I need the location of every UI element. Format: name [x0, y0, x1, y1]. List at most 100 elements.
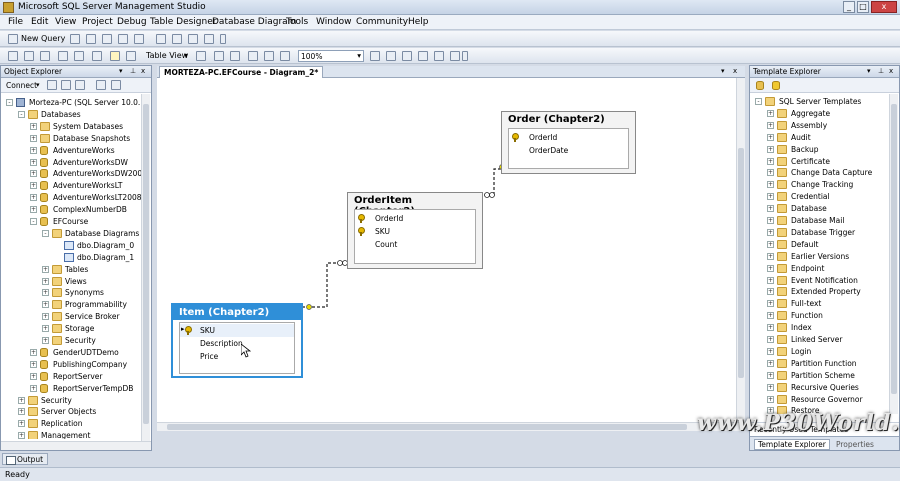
add-related-tables-icon[interactable] — [40, 51, 50, 61]
template-folder[interactable]: +Full-text — [750, 298, 889, 310]
template-folder[interactable]: +Earlier Versions — [750, 251, 889, 263]
new-query-icon[interactable] — [8, 34, 18, 44]
tree-item[interactable]: -Database Diagrams — [1, 228, 141, 240]
tree-item[interactable]: +AdventureWorks — [1, 145, 141, 157]
menu-view[interactable]: View — [55, 17, 77, 27]
column-sku[interactable]: ▸ SKU — [180, 324, 294, 337]
toolbar2-options-icon[interactable] — [462, 51, 468, 61]
recently-used-templates[interactable]: Recently Used Templates — [750, 422, 899, 434]
zoom-select[interactable]: 100% ▾ — [298, 50, 364, 62]
tree-item[interactable]: +Views — [1, 276, 141, 288]
open-file-icon[interactable] — [156, 34, 166, 44]
tree-item[interactable]: +ComplexNumberDB — [1, 204, 141, 216]
column-sku[interactable]: SKU — [355, 225, 475, 238]
window-position-icon[interactable]: ▾ — [119, 67, 123, 75]
template-folder[interactable]: +Login — [750, 346, 889, 358]
column-orderdate[interactable]: OrderDate — [509, 144, 628, 157]
template-folder[interactable]: +Change Tracking — [750, 179, 889, 191]
expand-icon[interactable]: + — [30, 170, 37, 178]
panel-close-icon[interactable]: x — [889, 67, 894, 75]
toolbar-options-icon[interactable] — [220, 34, 226, 44]
expand-icon[interactable]: + — [42, 301, 49, 309]
template-folder[interactable]: +Aggregate — [750, 108, 889, 120]
template-folder[interactable]: +Resource Governor — [750, 394, 889, 406]
expand-icon[interactable]: + — [42, 277, 49, 285]
tab-diagram[interactable]: MORTEZA-PC.EFCourse - Diagram_2* — [159, 66, 324, 78]
expand-icon[interactable]: + — [767, 395, 774, 403]
arrange-selection-icon[interactable] — [264, 51, 274, 61]
menu-edit[interactable]: Edit — [31, 17, 49, 27]
arrange-tables-icon[interactable] — [280, 51, 290, 61]
expand-icon[interactable]: + — [767, 169, 774, 177]
analysis-query-icon[interactable] — [102, 34, 112, 44]
expand-icon[interactable]: + — [30, 384, 37, 392]
tree-item[interactable]: +ReportServerTempDB — [1, 383, 141, 395]
template-folder[interactable]: +Credential — [750, 191, 889, 203]
template-folder[interactable]: +Audit — [750, 132, 889, 144]
connect-chevron-icon[interactable]: ▾ — [36, 81, 40, 89]
diagram-vscroll[interactable] — [736, 78, 745, 422]
template-folder[interactable]: +Restore — [750, 405, 889, 414]
chevron-down-icon[interactable]: ▾ — [184, 51, 189, 60]
window-position-icon[interactable]: ▾ — [867, 67, 871, 75]
expand-icon[interactable]: + — [767, 371, 774, 379]
template-folder[interactable]: +Assembly — [750, 120, 889, 132]
template-folder[interactable]: +Default — [750, 239, 889, 251]
add-table-icon[interactable] — [24, 51, 34, 61]
template-folder[interactable]: +Database Trigger — [750, 227, 889, 239]
connect-button[interactable]: Connect — [6, 81, 38, 90]
close-document-icon[interactable]: x — [733, 67, 738, 75]
expand-icon[interactable]: + — [767, 383, 774, 391]
expand-icon[interactable]: + — [767, 264, 774, 272]
tree-item[interactable]: +ReportServer — [1, 371, 141, 383]
template-explorer-vscroll[interactable] — [889, 94, 898, 414]
diagram-hscroll[interactable] — [157, 422, 745, 431]
expand-icon[interactable]: + — [30, 182, 37, 190]
column-description[interactable]: Description — [180, 337, 294, 350]
expand-icon[interactable]: + — [30, 360, 37, 368]
menu-project[interactable]: Project — [82, 17, 113, 27]
expand-icon[interactable]: + — [767, 228, 774, 236]
scroll-thumb[interactable] — [143, 104, 149, 424]
menu-help[interactable]: Help — [408, 17, 429, 27]
delete-from-database-icon[interactable] — [58, 51, 68, 61]
template-folder[interactable]: +Backup — [750, 144, 889, 156]
expand-icon[interactable]: + — [30, 134, 37, 142]
save-all-icon[interactable] — [188, 34, 198, 44]
recalculate-page-breaks-icon[interactable] — [230, 51, 240, 61]
tree-item[interactable]: +Management — [1, 430, 141, 439]
tree-item[interactable]: -Morteza-PC (SQL Server 10.0.16 — [1, 97, 141, 109]
column-orderid[interactable]: OrderId — [355, 212, 475, 225]
expand-icon[interactable]: + — [18, 420, 25, 428]
expand-icon[interactable]: + — [30, 146, 37, 154]
column-count[interactable]: Count — [355, 238, 475, 251]
menu-tools[interactable]: Tools — [286, 17, 309, 27]
template-folder[interactable]: +Linked Server — [750, 334, 889, 346]
manage-check-constraints-icon[interactable] — [434, 51, 444, 61]
expand-icon[interactable]: + — [42, 325, 49, 333]
expand-icon[interactable]: + — [18, 408, 25, 416]
scroll-thumb[interactable] — [891, 104, 897, 394]
expand-icon[interactable]: + — [30, 194, 37, 202]
tab-list-chevron-icon[interactable]: ▾ — [721, 67, 725, 75]
expand-icon[interactable]: + — [767, 347, 774, 355]
diagram-new-table-icon[interactable] — [8, 51, 18, 61]
expand-icon[interactable]: + — [30, 158, 37, 166]
table-orderitem[interactable]: OrderItem (Chapter2) OrderId SKU Count — [347, 192, 483, 269]
filter-icon[interactable] — [96, 80, 106, 90]
sql-templates-icon[interactable] — [756, 81, 764, 90]
tree-item[interactable]: +Replication — [1, 418, 141, 430]
tab-properties[interactable]: Properties — [836, 440, 874, 449]
table-item[interactable]: Item (Chapter2) ▸ SKU Description Price — [171, 303, 303, 378]
tree-item[interactable]: +Security — [1, 335, 141, 347]
view-page-breaks-icon[interactable] — [214, 51, 224, 61]
auto-hide-pin-icon[interactable]: ⊥ — [130, 67, 137, 75]
activity-monitor-icon[interactable] — [204, 34, 214, 44]
template-folder[interactable]: +Event Notification — [750, 275, 889, 287]
tree-item[interactable]: +System Databases — [1, 121, 141, 133]
collapse-icon[interactable]: - — [6, 99, 13, 106]
register-icon[interactable] — [61, 80, 71, 90]
menu-table-designer[interactable]: Table Designer — [150, 17, 217, 27]
tree-item[interactable]: +AdventureWorksDW2008 — [1, 168, 141, 180]
template-folder[interactable]: +Endpoint — [750, 263, 889, 275]
